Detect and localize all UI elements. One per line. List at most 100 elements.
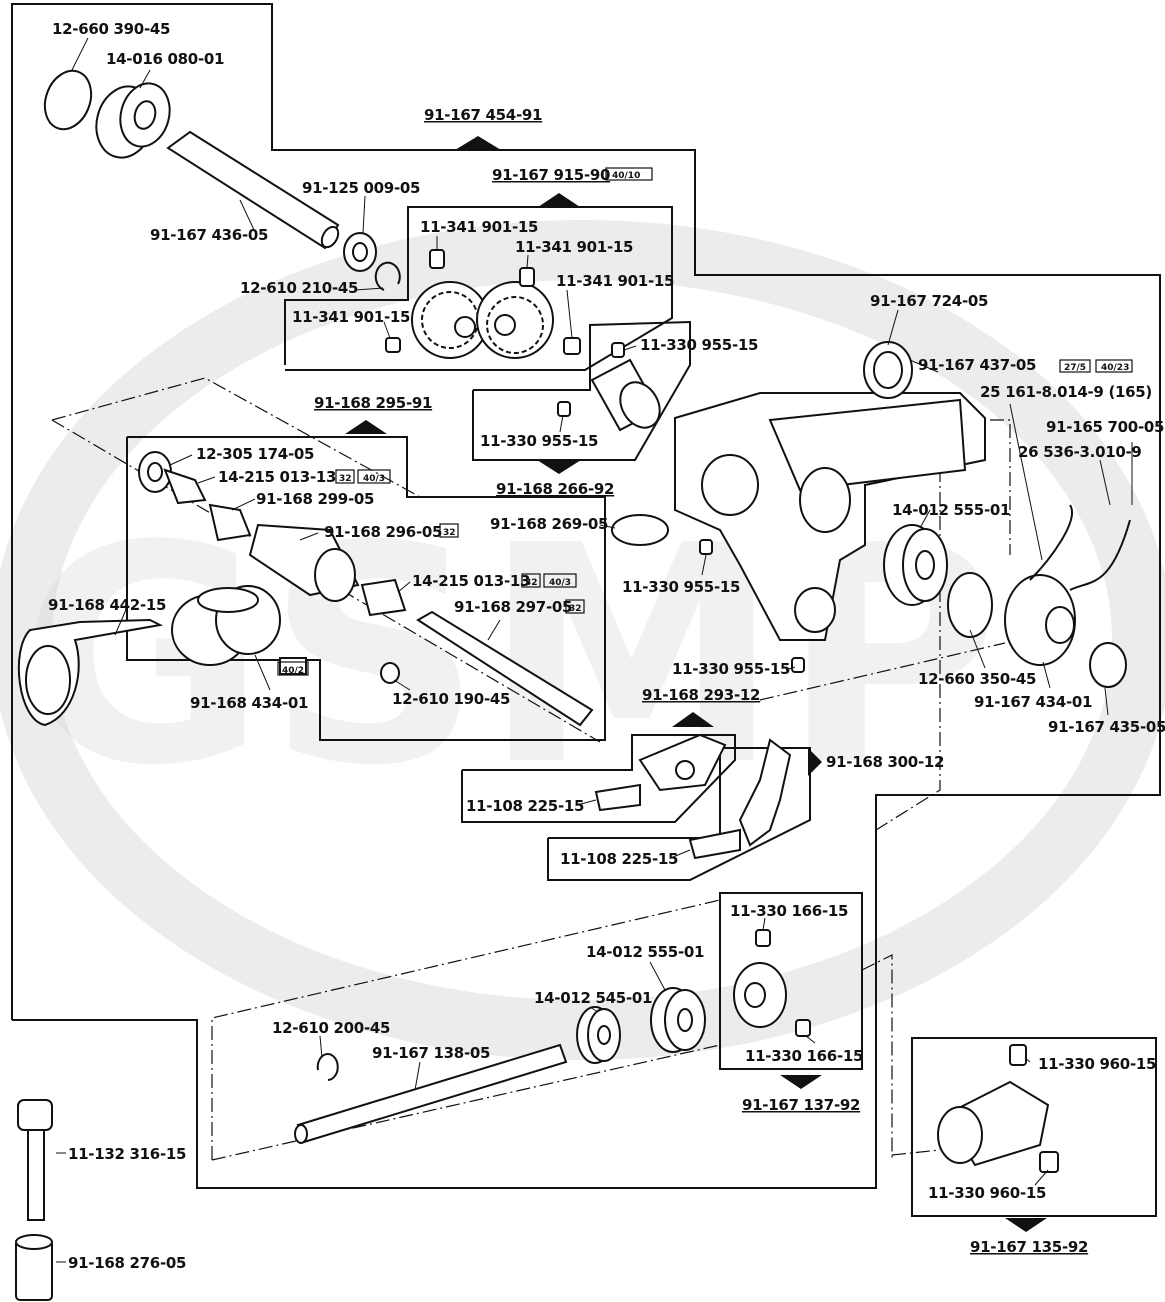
label-p2: 14-016 080-01 (106, 50, 224, 68)
label-p31: 40/2 (282, 666, 304, 676)
guide-line-4 (211, 899, 721, 1160)
label-p28-tag-b: 40/3 (549, 578, 571, 588)
guide-line-8 (990, 419, 1011, 555)
label-p26: 14-012 555-01 (892, 501, 1010, 519)
label-p41: 11-108 225-15 (560, 850, 678, 868)
label-p37: 91-167 434-01 (974, 693, 1092, 711)
label-p25: 91-168 269-05 (490, 515, 608, 533)
label-p13-tag-b: 40/23 (1101, 363, 1129, 373)
circlip-right (947, 572, 993, 638)
label-p13-tag-a: 27/5 (1064, 363, 1086, 373)
leader-lines (56, 37, 1133, 1263)
label-p48: 91-167 137-92 (742, 1096, 860, 1114)
label-p24-tag: 32 (443, 528, 456, 538)
label-p19: 91-168 266-92 (496, 480, 614, 498)
label-p49: 11-330 960-15 (1038, 1055, 1156, 1073)
lever-box-2 (547, 747, 811, 881)
guide-line-1 (51, 377, 421, 498)
bearing-top (95, 82, 171, 159)
label-p22: 14-215 013-13 (218, 468, 336, 486)
label-p44: 14-012 545-01 (534, 989, 652, 1007)
pulley (171, 585, 307, 675)
label-p8: 11-341 901-15 (420, 218, 538, 236)
label-p18: 11-330 955-15 (480, 432, 598, 450)
set-screw-housing (699, 539, 713, 555)
collar-bottom (733, 929, 811, 1037)
label-p43: 14-012 555-01 (586, 943, 704, 961)
clutch-parts (138, 451, 594, 727)
washer (343, 232, 377, 272)
collar-set (557, 342, 661, 432)
label-p7: 12-610 210-45 (240, 279, 358, 297)
label-p10: 11-341 901-15 (556, 272, 674, 290)
label-p29: 91-168 297-05 (454, 598, 572, 616)
circlip-housing (611, 514, 669, 546)
arrows (345, 136, 1047, 1232)
label-p32: 12-610 190-45 (392, 690, 510, 708)
shaft-top (166, 130, 340, 250)
label-p47: 11-330 166-15 (745, 1047, 863, 1065)
label-p28-tag-a: 32 (525, 578, 538, 588)
guide-line-6 (861, 954, 893, 1160)
sensor-unit (1004, 504, 1131, 688)
label-p40: 11-108 225-15 (466, 797, 584, 815)
guide-line-5 (211, 1044, 721, 1161)
label-p12: 91-167 724-05 (870, 292, 988, 310)
guide-line-3 (759, 642, 1006, 701)
label-p13: 91-167 437-05 (918, 356, 1036, 374)
circlip-small (374, 261, 401, 291)
label-p1: 12-660 390-45 (52, 20, 170, 38)
housing (674, 392, 986, 641)
label-p29-tag: 32 (569, 604, 582, 614)
sleeve (15, 1234, 53, 1301)
bearing-right (883, 524, 948, 606)
label-p14: 25 161-8.014-9 (165) (980, 383, 1152, 401)
label-p28: 14-215 013-13 (412, 572, 530, 590)
collar-box-2 (719, 892, 863, 1070)
set-screw-housing-2 (791, 657, 805, 673)
label-p30: 91-168 442-15 (48, 596, 166, 614)
label-p33: 91-168 434-01 (190, 694, 308, 712)
label-p52: 91-168 276-05 (68, 1254, 186, 1272)
pinion (937, 1044, 1059, 1173)
label-p6: 91-167 436-05 (150, 226, 268, 244)
main-outline (11, 3, 1161, 1189)
pinion-box (911, 1037, 1157, 1217)
label-p24: 91-168 296-05 (324, 523, 442, 541)
label-p22-tag-a: 32 (339, 474, 352, 484)
label-p38: 91-167 435-05 (1048, 718, 1165, 736)
label-p16: 26 536-3.010-9 (1018, 443, 1142, 461)
label-p17: 11-330 955-15 (640, 336, 758, 354)
collar-box (472, 320, 691, 461)
label-p36: 91-168 293-12 (642, 686, 760, 704)
label-p35: 12-660 350-45 (918, 670, 1036, 688)
label-p23: 91-168 299-05 (256, 490, 374, 508)
label-p9: 11-341 901-15 (515, 238, 633, 256)
label-p5: 91-125 009-05 (302, 179, 420, 197)
gear-pair (411, 281, 554, 359)
label-p34: 11-330 955-15 (672, 660, 790, 678)
label-p53: 91-167 135-92 (970, 1238, 1088, 1256)
label-p50: 11-132 316-15 (68, 1145, 186, 1163)
lever-parts (594, 733, 792, 860)
label-p21: 12-305 174-05 (196, 445, 314, 463)
label-p4-tag: 40/10 (612, 171, 640, 181)
label-p42: 11-330 166-15 (730, 902, 848, 920)
label-p15: 91-165 700-05 (1046, 418, 1164, 436)
label-p46: 91-167 138-05 (372, 1044, 490, 1062)
cup (863, 341, 913, 399)
guide-line-9 (891, 1149, 941, 1156)
label-p22-tag-b: 40/3 (363, 474, 385, 484)
label-p51: 11-330 960-15 (928, 1184, 1046, 1202)
label-p4: 91-167 915-90 (492, 166, 610, 184)
labels: 12-660 390-45 14-016 080-01 91-167 454-9… (48, 20, 1165, 1272)
label-p27: 11-330 955-15 (622, 578, 740, 596)
retaining-ring-top (43, 69, 93, 131)
label-p39: 91-168 300-12 (826, 753, 944, 771)
cap-screw (17, 1099, 53, 1221)
fork-lever (17, 618, 164, 727)
bottom-shaft (294, 987, 706, 1144)
label-p45: 12-610 200-45 (272, 1019, 390, 1037)
label-p11: 11-341 901-15 (292, 308, 410, 326)
